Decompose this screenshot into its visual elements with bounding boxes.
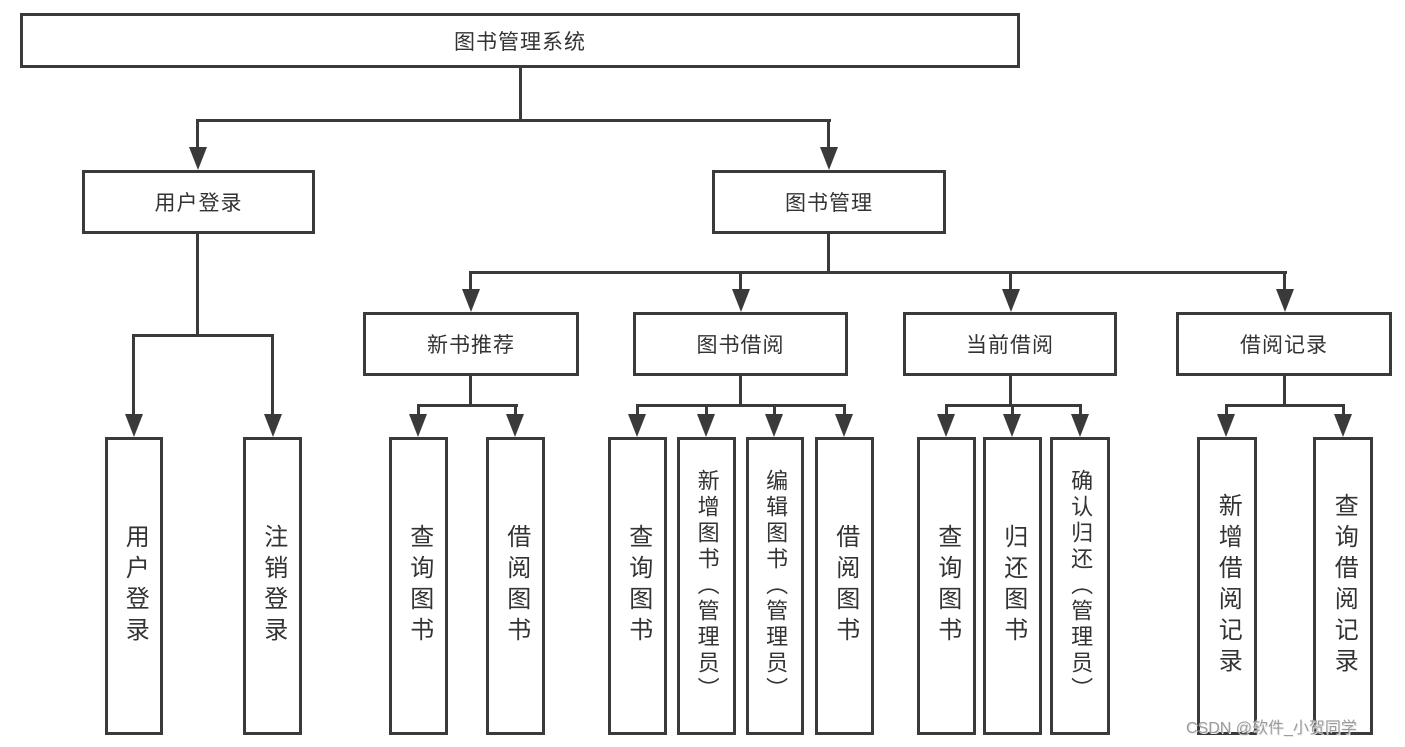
node-current-borrowing-label: 当前借阅 bbox=[966, 334, 1054, 357]
leaf-bb-search-books-label: 查询图书 bbox=[624, 524, 652, 648]
leaf-nb-search-books-label: 查询图书 bbox=[405, 524, 433, 648]
leaf-br-search-record-label: 查询借阅记录 bbox=[1330, 493, 1358, 679]
leaf-logout-login: 注销登录 bbox=[243, 437, 302, 735]
connector-nb-down-stem bbox=[469, 376, 472, 407]
node-book-borrowing-label: 图书借阅 bbox=[696, 334, 785, 357]
node-user-login: 用户登录 bbox=[82, 170, 315, 234]
connector-level2-hline bbox=[197, 119, 831, 122]
connector-cb-down-stem bbox=[1009, 376, 1012, 407]
connector-l3-stem-4 bbox=[1283, 271, 1286, 290]
leaf-cb-confirm-return: 确认归还（管理员） bbox=[1050, 437, 1110, 735]
connector-bb-down-stem bbox=[739, 376, 742, 407]
leaf-br-search-record: 查询借阅记录 bbox=[1313, 437, 1373, 735]
connector-leaf-stem-cb1 bbox=[945, 404, 948, 416]
arrow-into-book-borrow bbox=[732, 289, 750, 312]
arrow-into-borrow-records bbox=[1276, 289, 1294, 312]
connector-br-hline bbox=[1225, 404, 1345, 407]
arrow-into-user-login bbox=[189, 147, 207, 170]
leaf-bb-borrow-books: 借阅图书 bbox=[815, 437, 874, 735]
connector-leaf-stem-cb2 bbox=[1011, 404, 1014, 416]
leaf-nb-search-books: 查询图书 bbox=[389, 437, 448, 735]
arrow-into-book-mgmt bbox=[820, 147, 838, 170]
arrow-into-br-search bbox=[1334, 414, 1352, 437]
leaf-user-login-label: 用户登录 bbox=[121, 524, 149, 648]
node-borrowing-records-label: 借阅记录 bbox=[1240, 334, 1328, 357]
leaf-cb-return-books-label: 归还图书 bbox=[999, 524, 1027, 648]
connector-root-stem bbox=[519, 68, 522, 122]
leaf-cb-search-books: 查询图书 bbox=[917, 437, 976, 735]
arrow-into-bb-search bbox=[628, 414, 646, 437]
connector-user-login-stem bbox=[196, 119, 199, 148]
connector-l3-stem-2 bbox=[739, 271, 742, 290]
connector-l3-stem-3 bbox=[1009, 271, 1012, 290]
arrow-into-current-borrow bbox=[1002, 289, 1020, 312]
arrow-into-bb-add bbox=[697, 414, 715, 437]
arrow-into-cb-search bbox=[937, 414, 955, 437]
connector-l3-stem-1 bbox=[469, 271, 472, 290]
leaf-bb-add-books-label: 新增图书（管理员） bbox=[694, 469, 720, 703]
node-book-management: 图书管理 bbox=[712, 170, 946, 234]
leaf-cb-confirm-return-label: 确认归还（管理员） bbox=[1068, 469, 1094, 703]
arrow-into-nb-search bbox=[409, 414, 427, 437]
connector-level3-hline bbox=[469, 271, 1287, 274]
node-current-borrowing: 当前借阅 bbox=[903, 312, 1117, 376]
leaf-bb-edit-books: 编辑图书（管理员） bbox=[746, 437, 804, 735]
leaf-bb-add-books: 新增图书（管理员） bbox=[677, 437, 736, 735]
connector-leaf-stem-bb2 bbox=[705, 404, 708, 416]
connector-leaf-stem-bb1 bbox=[636, 404, 639, 416]
arrow-into-leaf-logout bbox=[264, 414, 282, 437]
connector-leaf-stem-bb4 bbox=[843, 404, 846, 416]
leaf-bb-search-books: 查询图书 bbox=[608, 437, 667, 735]
leaf-cb-return-books: 归还图书 bbox=[983, 437, 1042, 735]
arrow-into-leaf-user-login bbox=[125, 414, 143, 437]
leaf-br-add-record-label: 新增借阅记录 bbox=[1214, 493, 1242, 679]
connector-leaf-stem-bb3 bbox=[773, 404, 776, 416]
connector-leaf-stem-br2 bbox=[1342, 404, 1345, 416]
connector-ul-right-stem bbox=[271, 334, 274, 415]
node-book-management-label: 图书管理 bbox=[785, 192, 873, 215]
leaf-logout-login-label: 注销登录 bbox=[259, 524, 287, 648]
leaf-bb-edit-books-label: 编辑图书（管理员） bbox=[763, 469, 789, 703]
node-user-login-label: 用户登录 bbox=[154, 192, 243, 215]
node-library-system-label: 图书管理系统 bbox=[454, 30, 586, 54]
arrow-into-cb-return bbox=[1003, 414, 1021, 437]
leaf-br-add-record: 新增借阅记录 bbox=[1197, 437, 1257, 735]
connector-nb-hline bbox=[417, 404, 518, 407]
connector-bm-down-stem bbox=[827, 234, 830, 273]
leaf-bb-borrow-books-label: 借阅图书 bbox=[831, 524, 859, 648]
connector-bb-hline bbox=[636, 404, 846, 407]
arrow-into-nb-borrow bbox=[506, 414, 524, 437]
node-new-book-recommend-label: 新书推荐 bbox=[427, 334, 515, 357]
connector-ul-down-stem bbox=[196, 234, 199, 337]
leaf-cb-search-books-label: 查询图书 bbox=[933, 524, 961, 648]
connector-leaf-stem-nb2 bbox=[514, 404, 517, 416]
connector-ul-hline bbox=[132, 334, 274, 337]
connector-leaf-stem-cb3 bbox=[1079, 404, 1082, 416]
connector-leaf-stem-nb1 bbox=[417, 404, 420, 416]
arrow-into-bb-borrow bbox=[835, 414, 853, 437]
node-library-system: 图书管理系统 bbox=[20, 13, 1020, 68]
connector-br-down-stem bbox=[1283, 376, 1286, 407]
arrow-into-new-books bbox=[462, 289, 480, 312]
csdn-watermark: CSDN @软件_小贺同学 bbox=[1186, 720, 1357, 737]
connector-ul-left-stem bbox=[132, 334, 135, 415]
node-new-book-recommend: 新书推荐 bbox=[363, 312, 579, 376]
leaf-nb-borrow-books-label: 借阅图书 bbox=[502, 524, 530, 648]
arrow-into-bb-edit bbox=[765, 414, 783, 437]
leaf-nb-borrow-books: 借阅图书 bbox=[486, 437, 545, 735]
connector-leaf-stem-br1 bbox=[1225, 404, 1228, 416]
connector-book-mgmt-stem bbox=[827, 119, 830, 148]
node-borrowing-records: 借阅记录 bbox=[1176, 312, 1392, 376]
leaf-user-login: 用户登录 bbox=[105, 437, 163, 735]
node-book-borrowing: 图书借阅 bbox=[633, 312, 848, 376]
arrow-into-br-add bbox=[1217, 414, 1235, 437]
arrow-into-cb-confirm bbox=[1071, 414, 1089, 437]
